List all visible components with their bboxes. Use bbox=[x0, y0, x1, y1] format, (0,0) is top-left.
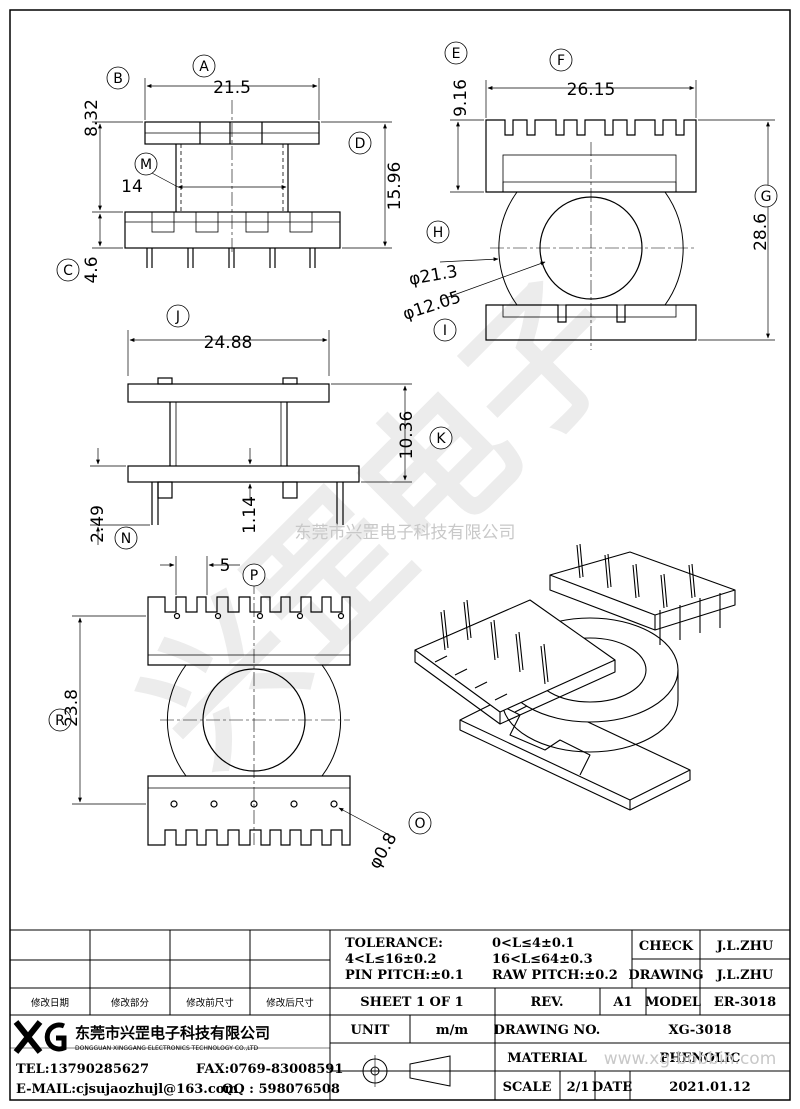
callout-i: I bbox=[443, 323, 447, 339]
dim-p: 5 bbox=[220, 556, 231, 576]
company-qq: QQ : 598076508 bbox=[222, 1082, 340, 1097]
projection-symbol-icon bbox=[358, 1055, 451, 1087]
company-cn: 东莞市兴罡电子科技有限公司 bbox=[75, 1024, 270, 1042]
callout-j: J bbox=[175, 309, 180, 325]
callout-k: K bbox=[436, 431, 446, 447]
date-label: DATE bbox=[592, 1080, 632, 1095]
unit-value: m/m bbox=[436, 1023, 469, 1038]
callout-n: N bbox=[121, 531, 131, 547]
title-block-text: TOLERANCE: 4<L≤16±0.2 PIN PITCH:±0.1 0<L… bbox=[0, 0, 777, 1097]
dim-b: 8.32 bbox=[82, 99, 102, 137]
raw-pitch: RAW PITCH:±0.2 bbox=[492, 968, 618, 983]
callout-f: F bbox=[557, 53, 565, 69]
front-view bbox=[124, 100, 341, 268]
callout-g: G bbox=[761, 189, 772, 205]
scale-label: SCALE bbox=[503, 1080, 552, 1095]
check-label: CHECK bbox=[639, 939, 694, 954]
drawing-border bbox=[9, 9, 791, 1101]
material-value: PHENOLIC bbox=[660, 1051, 741, 1066]
side-view bbox=[127, 377, 360, 525]
dim-n2: 1.14 bbox=[240, 496, 260, 534]
callout-a: A bbox=[199, 59, 209, 75]
drawing-label: DRAWING bbox=[628, 968, 703, 983]
front-view-dims bbox=[92, 78, 392, 249]
front-view-callouts: A B C D M 21.5 8.32 4.6 15.96 14 bbox=[56, 54, 405, 284]
rev-header-part: 修改部分 bbox=[111, 997, 150, 1009]
watermark-company: 东莞市兴罡电子科技有限公司 bbox=[295, 523, 516, 543]
company-en: DONGGUAN XINGGANG ELECTRONICS TECHNOLOGY… bbox=[75, 1045, 258, 1052]
rev-header-before: 修改前尺寸 bbox=[186, 997, 234, 1009]
callout-b: B bbox=[113, 71, 123, 87]
top-view-dims bbox=[439, 80, 775, 341]
material-label: MATERIAL bbox=[507, 1051, 586, 1066]
bottom-view-dims bbox=[72, 556, 396, 839]
drawing-no-value: XG-3018 bbox=[668, 1023, 731, 1038]
tolerance-2: 4<L≤16±0.2 bbox=[345, 952, 437, 967]
dim-d: 15.96 bbox=[385, 162, 405, 211]
company-logo-icon bbox=[13, 1020, 67, 1054]
check-value: J.L.ZHU bbox=[716, 939, 774, 954]
pin-pitch: PIN PITCH:±0.1 bbox=[345, 968, 464, 983]
isometric-view bbox=[414, 543, 736, 811]
watermark-site: www.xg-bobbin.com bbox=[604, 1049, 777, 1069]
bottom-view bbox=[147, 580, 351, 846]
dim-h: φ21.3 bbox=[407, 262, 459, 290]
title-block bbox=[10, 929, 790, 1100]
company-email: E-MAIL:cjsujaozhujl@163.com bbox=[16, 1082, 238, 1097]
dim-m: 14 bbox=[121, 177, 143, 197]
dim-k: 10.36 bbox=[397, 411, 417, 460]
callout-c: C bbox=[63, 263, 73, 279]
dim-f: 26.15 bbox=[567, 80, 616, 100]
logo-text: XG bbox=[0, 0, 2, 1]
scale-value: 2/1 bbox=[567, 1080, 590, 1095]
unit-label: UNIT bbox=[351, 1023, 390, 1038]
drawing-value: J.L.ZHU bbox=[716, 968, 774, 983]
company-fax: FAX:0769-83008591 bbox=[196, 1062, 343, 1077]
date-value: 2021.01.12 bbox=[669, 1080, 750, 1095]
side-view-dims bbox=[90, 330, 412, 545]
model-label: MODEL bbox=[645, 995, 701, 1010]
callout-h: H bbox=[433, 225, 444, 241]
dim-i: φ12.05 bbox=[400, 287, 463, 325]
tolerance-1: 0<L≤4±0.1 bbox=[492, 936, 575, 951]
dim-r: 23.8 bbox=[62, 689, 82, 727]
dim-j: 24.88 bbox=[204, 333, 253, 353]
callout-m: M bbox=[140, 157, 152, 173]
sheet-text: SHEET 1 OF 1 bbox=[360, 995, 463, 1010]
callout-d: D bbox=[355, 136, 366, 152]
rev-label: REV. bbox=[530, 995, 563, 1010]
tolerance-3: 16<L≤64±0.3 bbox=[492, 952, 593, 967]
side-view-callouts: J K N 24.88 10.36 2.49 1.14 bbox=[88, 304, 453, 550]
company-tel: TEL:13790285627 bbox=[16, 1062, 149, 1077]
rev-header-date: 修改日期 bbox=[31, 997, 69, 1009]
dim-g: 28.6 bbox=[751, 213, 771, 251]
dim-e: 9.16 bbox=[451, 79, 471, 117]
dim-c: 4.6 bbox=[82, 256, 102, 283]
callout-p: P bbox=[250, 568, 258, 584]
callout-e: E bbox=[452, 46, 461, 62]
rev-header-after: 修改后尺寸 bbox=[266, 997, 314, 1009]
drawing-no-label: DRAWING NO. bbox=[494, 1023, 601, 1038]
dim-a: 21.5 bbox=[213, 78, 251, 98]
dim-n: 2.49 bbox=[88, 505, 108, 543]
model-value: ER-3018 bbox=[714, 995, 776, 1010]
dim-o: φ0.8 bbox=[365, 829, 401, 872]
top-view bbox=[485, 119, 697, 350]
rev-value: A1 bbox=[612, 995, 632, 1010]
callout-o: O bbox=[414, 816, 425, 832]
tolerance-label: TOLERANCE: bbox=[345, 936, 443, 951]
callout-r: R bbox=[55, 713, 65, 729]
